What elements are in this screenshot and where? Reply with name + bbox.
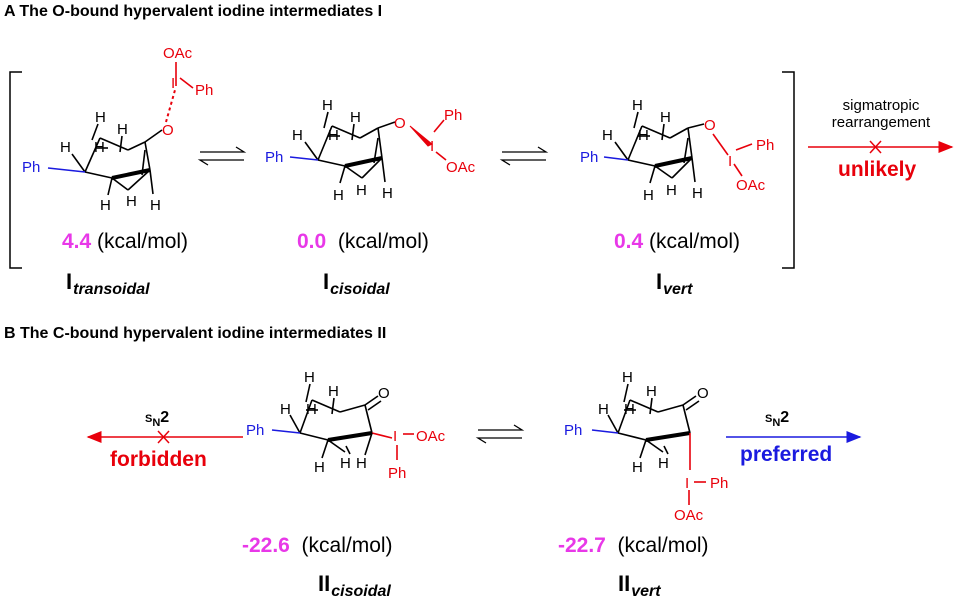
oac-group: OAc [446, 159, 476, 176]
ph-group: Ph [710, 475, 728, 492]
structure-i-cisoidal: H H H H H H H Ph O I Ph OAc [265, 97, 476, 204]
h-atom: H [643, 187, 654, 204]
o-atom: O [378, 385, 390, 402]
forbidden-label: forbidden [110, 448, 207, 471]
h-atom: H [660, 109, 671, 126]
ph-group: Ph [444, 107, 462, 124]
h-atom: H [692, 185, 703, 202]
energy-ii-cisoidal: -22.6 (kcal/mol) [242, 534, 393, 557]
i-atom: I [685, 475, 689, 492]
structure-ii-vert: H H H H H H O Ph I Ph OAc [564, 369, 728, 524]
label-i-transoidal: Itransoidal [66, 269, 150, 298]
energy-i-transoidal: 4.4 (kcal/mol) [62, 230, 189, 253]
unlikely-label: unlikely [838, 158, 917, 181]
ph-group: Ph [564, 422, 582, 439]
structure-ii-cisoidal: H H H H H H H O Ph I OAc Ph [246, 369, 446, 482]
h-atom: H [340, 455, 351, 472]
o-atom: O [162, 122, 174, 139]
equilibrium-arrow [197, 146, 247, 166]
oac-group: OAc [416, 428, 446, 445]
h-atom: H [602, 127, 613, 144]
h-atom: H [94, 139, 105, 156]
structure-i-transoidal: H H H H H H H Ph O I OAc Ph [22, 45, 213, 214]
h-atom: H [314, 459, 325, 476]
h-atom: H [306, 401, 317, 418]
h-atom: H [666, 182, 677, 199]
left-bracket [9, 71, 22, 269]
label-ii-cisoidal: IIcisoidal [318, 571, 391, 600]
h-atom: H [356, 455, 367, 472]
sn2-label-right: SN2 [765, 409, 790, 430]
ph-group: Ph [388, 465, 406, 482]
h-atom: H [322, 97, 333, 114]
h-atom: H [624, 401, 635, 418]
equilibrium-arrow [499, 146, 549, 166]
h-atom: H [632, 459, 643, 476]
section-a-title: A The O-bound hypervalent iodine interme… [4, 3, 383, 20]
label-i-cisoidal: Icisoidal [323, 269, 390, 298]
h-atom: H [117, 121, 128, 138]
h-atom: H [658, 455, 669, 472]
i-atom: I [728, 153, 732, 170]
right-bracket [782, 71, 795, 269]
ph-group: Ph [246, 422, 264, 439]
sigmatropic-arrow [808, 140, 954, 154]
label-i-vert: Ivert [656, 269, 693, 298]
h-atom: H [95, 109, 106, 126]
h-atom: H [333, 187, 344, 204]
h-atom: H [150, 197, 161, 214]
sigmatropic-label: sigmatropic rearrangement [831, 97, 931, 131]
h-atom: H [100, 197, 111, 214]
ph-group: Ph [195, 82, 213, 99]
oac-group: OAc [736, 177, 766, 194]
energy-i-cisoidal: 0.0 (kcal/mol) [297, 230, 429, 253]
ph-group: Ph [22, 159, 40, 176]
h-atom: H [328, 127, 339, 144]
energy-i-vert: 0.4 (kcal/mol) [614, 230, 741, 253]
sn2-label-left: SN2 [145, 409, 170, 430]
h-atom: H [646, 383, 657, 400]
h-atom: H [304, 369, 315, 386]
h-atom: H [598, 401, 609, 418]
oac-group: OAc [674, 507, 704, 524]
o-atom: O [697, 385, 709, 402]
section-b-title: B The C-bound hypervalent iodine interme… [4, 325, 387, 342]
h-atom: H [328, 383, 339, 400]
label-ii-vert: IIvert [618, 571, 661, 600]
h-atom: H [622, 369, 633, 386]
h-atom: H [126, 193, 137, 210]
h-atom: H [356, 182, 367, 199]
h-atom: H [350, 109, 361, 126]
preferred-label: preferred [740, 443, 833, 466]
h-atom: H [60, 139, 71, 156]
h-atom: H [632, 97, 643, 114]
o-atom: O [394, 115, 406, 132]
oac-group: OAc [163, 45, 193, 62]
ph-group: Ph [265, 149, 283, 166]
equilibrium-arrow [475, 424, 525, 444]
o-atom: O [704, 117, 716, 134]
structure-i-vert: H H H H H H H Ph O I Ph OAc [580, 97, 774, 204]
i-atom: I [171, 75, 175, 92]
energy-ii-vert: -22.7 (kcal/mol) [558, 534, 709, 557]
h-atom: H [292, 127, 303, 144]
h-atom: H [280, 401, 291, 418]
ph-group: Ph [756, 137, 774, 154]
i-atom: I [393, 428, 397, 445]
sn2-forbidden-arrow [86, 430, 243, 444]
i-atom: I [430, 138, 434, 155]
ph-group: Ph [580, 149, 598, 166]
h-atom: H [638, 127, 649, 144]
h-atom: H [382, 185, 393, 202]
